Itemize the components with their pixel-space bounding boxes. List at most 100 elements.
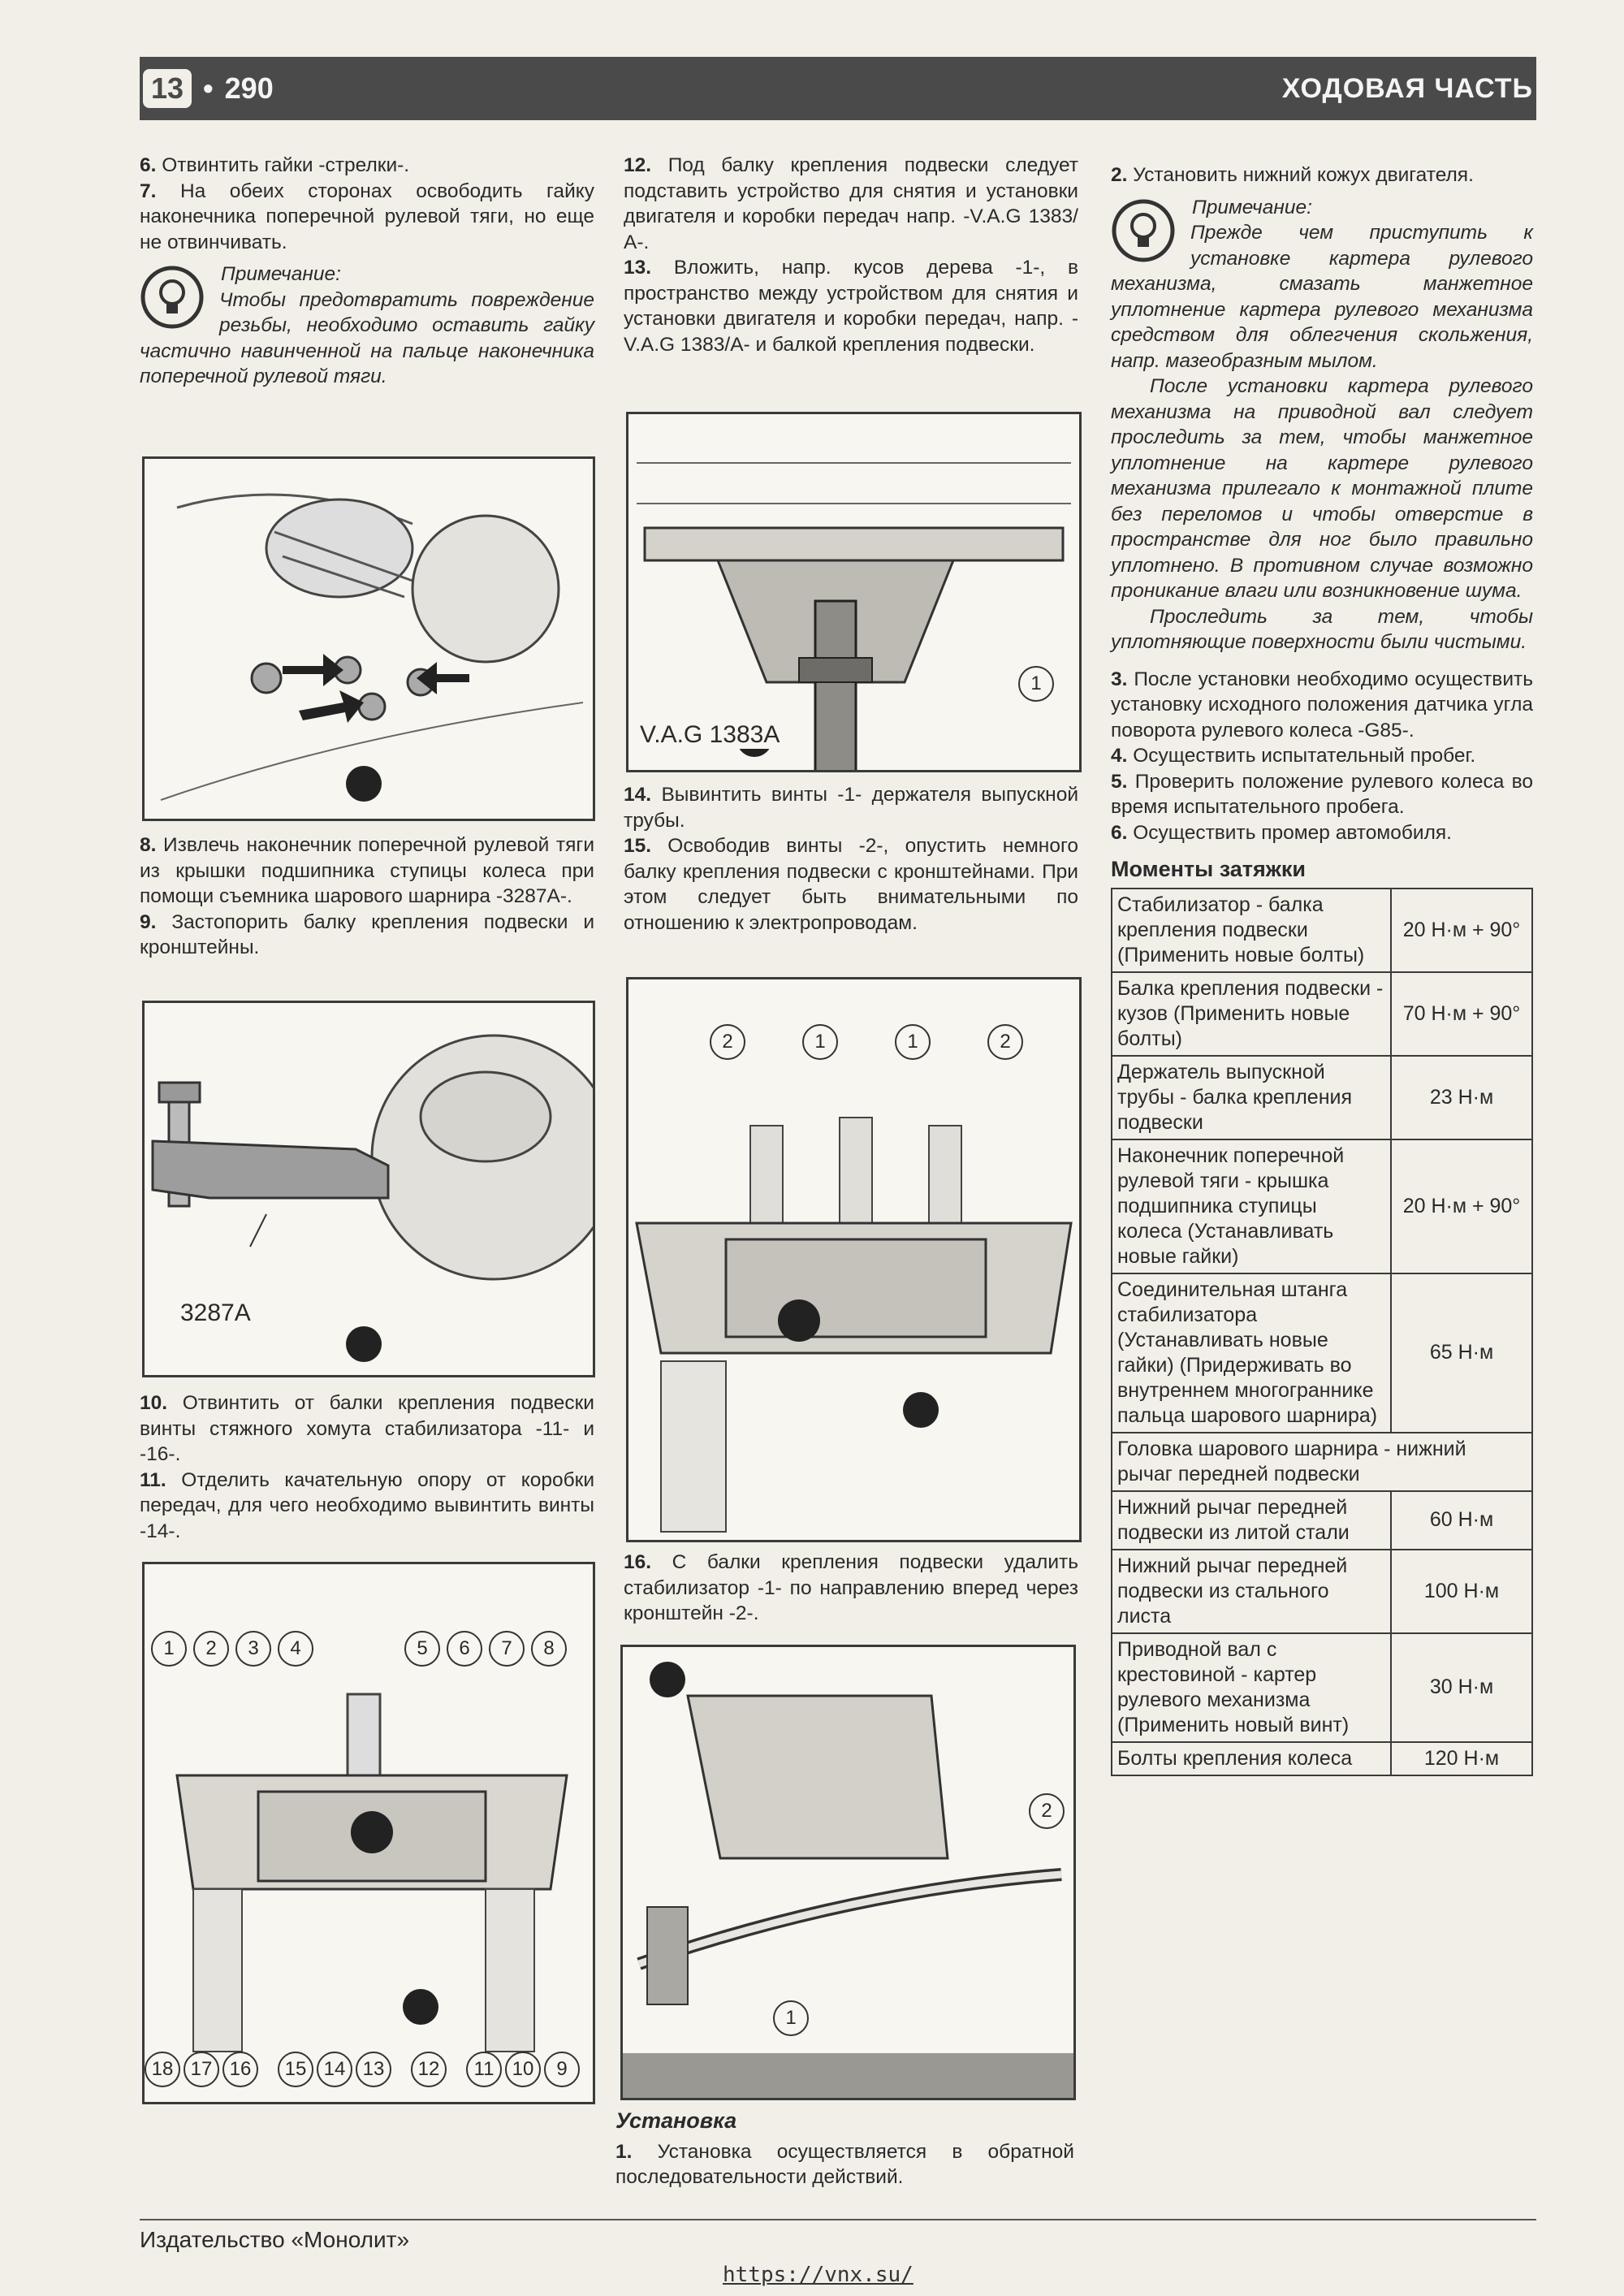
note-paragraph-3: Проследить за тем, чтобы уплотняющие пов… [1111,605,1533,654]
callouts-fig5: 2 1 1 2 [710,1024,1023,1060]
torque-value: 23 Н·м [1390,1054,1533,1140]
callout: 6 [447,1631,482,1667]
column-2-lower: 16. С балки крепления подвески удалить с… [624,1550,1078,1627]
step-8: 8. Извлечь наконечник поперечной рулевой… [140,834,595,907]
callouts-bottom: 18 17 16 15 14 13 12 11 10 9 [145,2052,580,2087]
torque-value: 60 Н·м [1390,1490,1533,1550]
publisher: Издательство «Монолит» [140,2227,410,2252]
section-title: ХОДОВАЯ ЧАСТЬ [1281,72,1533,104]
column-2-bottom: Установка 1. Установка осуществляется в … [615,2105,1074,2190]
torque-value: 20 Н·м + 90° [1390,1138,1533,1274]
callout: 14 [317,2052,352,2087]
torque-part: Держатель выпускной трубы - балка крепле… [1111,1054,1392,1140]
column-1-mid: 8. Извлечь наконечник поперечной рулевой… [140,832,594,961]
step-15: 15. Освободив винты -2-, опустить немног… [624,835,1078,934]
torque-part: Приводной вал с крестовиной - картер рул… [1111,1632,1392,1743]
torque-row: Приводной вал с крестовиной - картер рул… [1111,1632,1533,1743]
column-3: 2. Установить нижний кожух двигателя. Пр… [1111,162,1533,1776]
footer-rule [140,2219,1536,2220]
callout: 8 [531,1631,567,1667]
callout: 17 [184,2052,219,2087]
callout: 1 [895,1024,931,1060]
callout: 5 [404,1631,440,1667]
step-10: 10. Отвинтить от балки крепления подвеск… [140,1392,594,1465]
torque-part: Болты крепления колеса [1111,1740,1392,1776]
column-1: 6. Отвинтить гайки -стрелки-. 7. На обеи… [140,153,594,396]
step-14: 14. Вывинтить винты -1- держателя выпуск… [624,784,1079,832]
figure-ball-joint-puller: 3287A [142,1001,595,1377]
column-2-mid: 14. Вывинтить винты -1- держателя выпуск… [624,782,1078,936]
callout: 3 [235,1631,271,1667]
column-2: 12. Под балку крепления подвески следует… [624,153,1078,357]
callout: 2 [193,1631,229,1667]
figure-5-drawing [635,1117,1073,1533]
step-12: 12. Под балку крепления подвески следует… [624,154,1079,253]
install-heading: Установка [615,2108,737,2133]
torque-row: Наконечник поперечной рулевой тяги - кры… [1111,1138,1533,1274]
lightbulb-icon [140,266,204,329]
torque-value: 120 Н·м [1390,1740,1533,1776]
note-title: Примечание: [1192,196,1312,218]
header-separator: • [203,71,214,105]
step-16: 16. С балки крепления подвески удалить с… [624,1551,1078,1624]
step-7: 7. На обеих сторонах освободить гайку на… [140,179,594,253]
note-paragraph-2: После установки картера рулевого механиз… [1111,375,1533,602]
step-13: 13. Вложить, напр. кусов дерева -1-, в п… [624,257,1078,356]
torque-value: 20 Н·м + 90° [1390,887,1533,973]
callout: 15 [278,2052,313,2087]
note-text: Прежде чем приступить к установке картер… [1111,222,1533,372]
note-block-col3: Примечание: Прежде чем приступить к уста… [1111,195,1533,655]
install-step-3: 3. После установки необходимо осуществит… [1111,668,1533,742]
torque-part: Наконечник поперечной рулевой тяги - кры… [1111,1138,1392,1274]
torque-table: Стабилизатор - балка крепления подвески … [1111,887,1533,1776]
note-block: Примечание: Чтобы предотвратить поврежде… [140,262,594,390]
figure-stabilizer-removal: 2 1 [620,1645,1076,2100]
figure-4-drawing [637,462,1071,770]
callout: 1 [802,1024,838,1060]
install-step-2: 2. Установить нижний кожух двигателя. [1111,164,1474,186]
callout: 2 [987,1024,1023,1060]
torque-part: Головка шарового шарнира - нижний рычаг … [1111,1431,1533,1492]
torque-row: Головка шарового шарнира - нижний рычаг … [1111,1431,1533,1492]
torque-row: Нижний рычаг передней подвески из литой … [1111,1490,1533,1550]
tool-label-vag-1383a: V.A.G 1383A [637,721,784,749]
step-6: 6. Отвинтить гайки -стрелки-. [140,154,410,176]
step-11: 11. Отделить качательную опору от коробк… [140,1468,595,1542]
page-number: 290 [224,71,274,105]
callouts-top-left: 1 2 3 4 [151,1631,313,1667]
source-url-link[interactable]: https://vnx.su/ [723,2263,914,2287]
torque-row: Стабилизатор - балка крепления подвески … [1111,887,1533,973]
install-step-5: 5. Проверить положение рулевого колеса в… [1111,770,1533,819]
note-title: Примечание: [221,263,341,285]
figure-steering-knuckle-nuts [142,456,595,821]
callout: 13 [356,2052,391,2087]
callout: 12 [411,2052,447,2087]
install-step-6: 6. Осуществить промер автомобиля. [1111,821,1452,844]
torque-row: Держатель выпускной трубы - балка крепле… [1111,1054,1533,1140]
callout: 2 [710,1024,745,1060]
torque-part: Соединительная штанга стабилизатора (Уст… [1111,1272,1392,1433]
callout: 7 [489,1631,525,1667]
install-step-4: 4. Осуществить испытательный пробег. [1111,745,1476,767]
callout: 10 [505,2052,541,2087]
callout: 16 [222,2052,258,2087]
torque-part: Балка крепления подвески - кузов (Примен… [1111,971,1392,1057]
torque-value: 70 Н·м + 90° [1390,971,1533,1057]
figure-subframe-numbered: 1 2 3 4 5 6 7 8 18 17 16 15 14 13 12 11 … [142,1562,595,2104]
torque-part: Нижний рычаг передней подвески из литой … [1111,1490,1392,1550]
torque-part: Нижний рычаг передней подвески из стальн… [1111,1548,1392,1634]
callout: 4 [278,1631,313,1667]
chapter-badge: 13 [143,69,192,108]
note-text: Чтобы предотвратить повреждение резьбы, … [140,288,594,388]
tool-label-3287a: 3287A [177,1299,254,1327]
torque-part: Стабилизатор - балка крепления подвески … [1111,887,1392,973]
figure-2-drawing [151,1034,593,1362]
lightbulb-icon [1112,199,1175,262]
callout: 1 [151,1631,187,1667]
figure-engine-support: V.A.G 1383A 1 [626,412,1082,772]
torque-row: Нижний рычаг передней подвески из стальн… [1111,1548,1533,1634]
figure-3-drawing [175,1693,568,2052]
torque-row: Соединительная штанга стабилизатора (Уст… [1111,1272,1533,1433]
header-left: 13 • 290 [143,62,274,115]
